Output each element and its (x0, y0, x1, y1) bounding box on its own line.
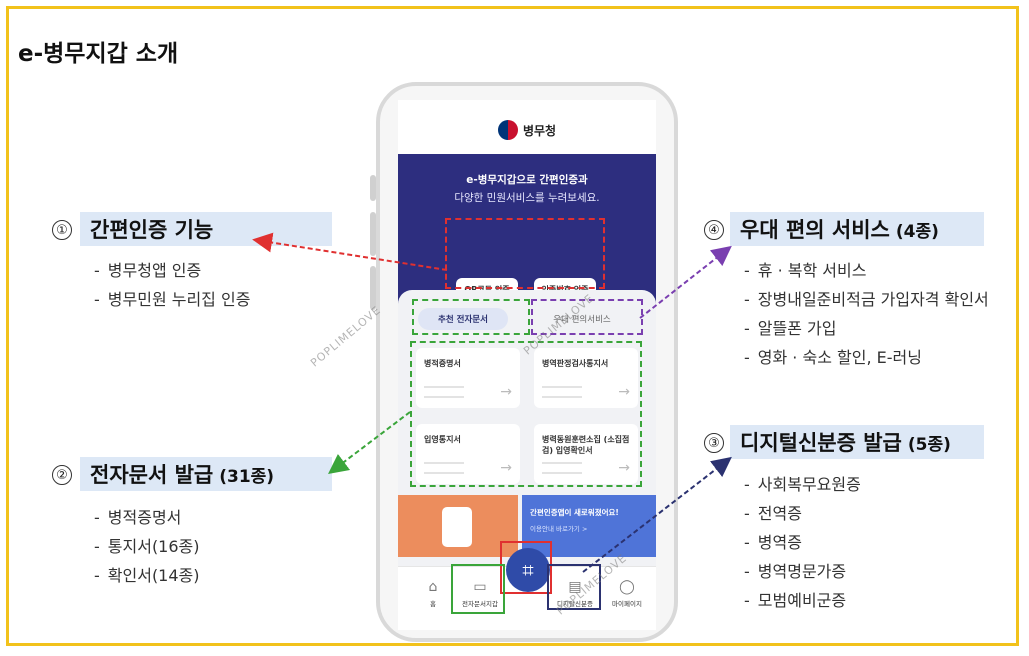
section-3-list: -사회복무요원증 -전역증 -병역증 -병역명문가증 -모범예비군증 (744, 470, 861, 615)
doc-card[interactable]: 병적증명서 → (416, 348, 520, 408)
nav-doc-wallet[interactable]: ▭ 전자문서지갑 (452, 579, 508, 608)
list-item: -병무민원 누리집 인증 (94, 290, 251, 309)
section-4-title: 우대 편의 서비스 (740, 218, 890, 242)
arrow-service (639, 245, 732, 319)
list-item: -사회복무요원증 (744, 475, 861, 494)
section-3-header: 디지털신분증 발급 (5종) (730, 425, 984, 459)
arrow-right-icon: → (618, 460, 630, 476)
qr-scan-button[interactable]: ⌗ (506, 548, 550, 592)
phone-screen: 병무청 e-병무지갑으로 간편인증과 다양한 민원서비스를 누려보세요. QR코… (398, 100, 656, 630)
banner-line-1: e-병무지갑으로 간편인증과 (466, 174, 588, 186)
nav-mypage[interactable]: ◯ 마이페이지 (604, 579, 650, 608)
nav-doc-wallet-label: 전자문서지갑 (462, 600, 498, 608)
bottom-nav: ⌂ 홈 ▭ 전자문서지갑 ▤ 디지털신분증 ◯ 마이페이지 (398, 566, 656, 630)
doc-card[interactable]: 병역판정검사통지서 → (534, 348, 638, 408)
promo-card-left[interactable] (398, 495, 518, 557)
highlight-doc-wallet (451, 564, 505, 614)
arrow-digital-id (582, 456, 732, 573)
doc-card-title: 병적증명서 (424, 359, 461, 368)
section-4-number: ④ (704, 220, 724, 240)
qr-auth-label: QR코드 인증 (456, 284, 518, 295)
taegeuk-logo-icon (497, 120, 518, 140)
phone-side-button (370, 175, 376, 201)
phone-mockup: 병무청 e-병무지갑으로 간편인증과 다양한 민원서비스를 누려보세요. QR코… (376, 82, 678, 642)
section-2-header: 전자문서 발급 (31종) (80, 457, 332, 491)
section-2-list: -병적증명서 -통지서(16종) -확인서(14종) (94, 503, 200, 590)
list-item: -병무청앱 인증 (94, 261, 202, 280)
section-1-header: 간편인증 기능 (80, 212, 332, 246)
promo-card-right[interactable]: 간편인증앱이 새로워졌어요! 이용안내 바로가기 > (522, 495, 656, 557)
section-3-number: ③ (704, 433, 724, 453)
wallet-icon: ▭ (473, 579, 487, 595)
list-item: -장병내일준비적금 가입자격 확인서 (744, 290, 989, 309)
banner-line-2: 다양한 민원서비스를 누려보세요. (454, 192, 600, 204)
list-item: -병적증명서 (94, 508, 182, 527)
section-1-title: 간편인증 기능 (90, 218, 214, 242)
tab-benefit-service-label: 우대 편의서비스 (553, 315, 611, 325)
section-4-count: (4종) (895, 221, 939, 242)
arrow-right-icon: → (500, 384, 512, 400)
arrow-right-icon: → (500, 460, 512, 476)
arrow-docs (328, 411, 411, 475)
doc-card-meta (424, 462, 464, 474)
app-logo-text: 병무청 (522, 123, 557, 138)
list-item: -전역증 (744, 504, 802, 523)
highlight-doc-cards (410, 341, 642, 487)
list-item: -알뜰폰 가입 (744, 319, 837, 338)
section-4-list: -휴 · 복학 서비스 -장병내일준비적금 가입자격 확인서 -알뜰폰 가입 -… (744, 256, 989, 372)
doc-card-meta (424, 386, 464, 398)
doc-card-title: 입영통지서 (424, 435, 461, 444)
doc-card-meta (542, 462, 582, 474)
list-item: -통지서(16종) (94, 537, 200, 556)
nav-digital-id[interactable]: ▤ 디지털신분증 (548, 579, 602, 608)
doc-card[interactable]: 병력동원훈련소집 (소집점검) 입영확인서 → (534, 424, 638, 484)
tab-recommended-docs[interactable]: 추천 전자문서 (418, 308, 508, 330)
tab-recommended-docs-label: 추천 전자문서 (438, 315, 488, 325)
phone-side-button (370, 266, 376, 310)
nav-home-label: 홈 (430, 600, 436, 608)
qr-scan-icon: ⌗ (522, 558, 534, 582)
highlight-auth (445, 218, 605, 289)
nav-digital-id-label: 디지털신분증 (557, 600, 593, 608)
arrow-right-icon: → (618, 384, 630, 400)
outer-frame (6, 6, 1019, 646)
doc-card-title: 병력동원훈련소집 (소집점검) 입영확인서 (542, 435, 630, 455)
id-card-icon: ▤ (568, 579, 582, 595)
section-2-title: 전자문서 발급 (90, 463, 214, 487)
section-2-count: (31종) (219, 466, 275, 487)
nav-home[interactable]: ⌂ 홈 (418, 579, 448, 608)
tab-benefit-service[interactable]: 우대 편의서비스 (530, 308, 634, 330)
phone-side-button (370, 212, 376, 256)
doc-card[interactable]: 입영통지서 → (416, 424, 520, 484)
section-2-number: ② (52, 465, 72, 485)
section-3-count: (5종) (907, 434, 951, 455)
section-1-list: -병무청앱 인증 -병무민원 누리집 인증 (94, 256, 250, 314)
app-header: 병무청 (398, 100, 656, 160)
section-3-title: 디지털신분증 발급 (740, 431, 902, 455)
arrow-auth (252, 232, 448, 271)
highlight-qr-fab (500, 541, 552, 594)
phone-thumbnail-icon (442, 507, 472, 547)
list-item: -모범예비군증 (744, 591, 847, 610)
list-item: -휴 · 복학 서비스 (744, 261, 867, 280)
doc-card-meta (542, 386, 582, 398)
section-4-header: 우대 편의 서비스 (4종) (730, 212, 984, 246)
promo-title: 간편인증앱이 새로워졌어요! (530, 508, 619, 517)
promo-subtitle: 이용안내 바로가기 > (530, 525, 588, 533)
list-item: -병역명문가증 (744, 562, 847, 581)
home-icon: ⌂ (428, 579, 438, 595)
nav-mypage-label: 마이페이지 (612, 600, 642, 608)
page-title: e-병무지갑 소개 (18, 41, 179, 67)
pin-auth-label: 인증번호 인증 (534, 284, 596, 295)
highlight-doc-tab (412, 299, 530, 335)
person-icon: ◯ (619, 579, 635, 595)
list-item: -영화 · 숙소 할인, E-러닝 (744, 348, 922, 367)
doc-card-title: 병역판정검사통지서 (542, 359, 609, 368)
list-item: -병역증 (744, 533, 802, 552)
list-item: -확인서(14종) (94, 566, 200, 585)
highlight-digital-id (547, 564, 601, 610)
section-1-number: ① (52, 220, 72, 240)
